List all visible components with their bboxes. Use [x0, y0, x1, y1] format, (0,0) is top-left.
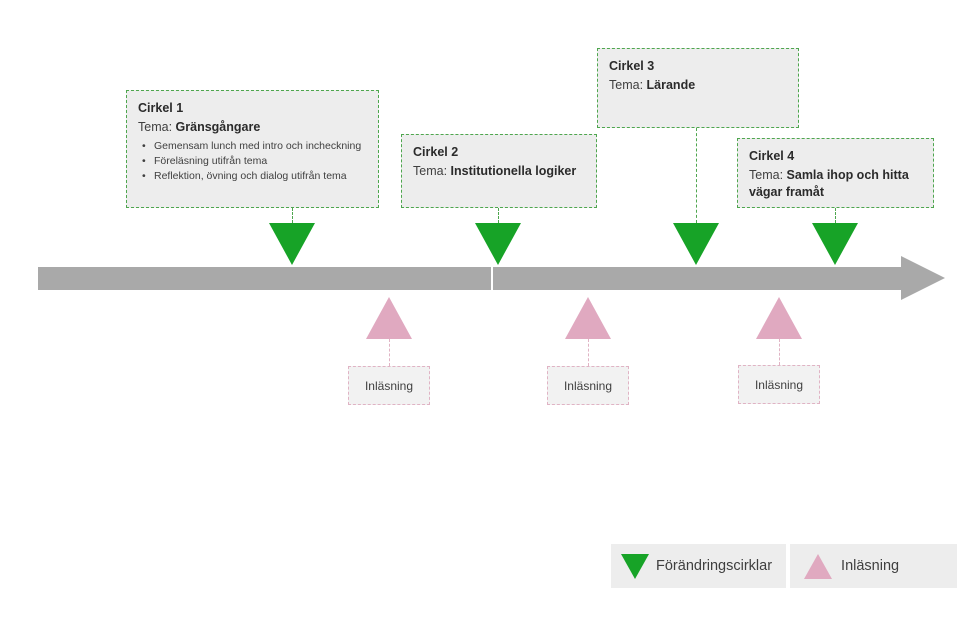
inlasning-box-1-label: Inläsning [364, 378, 414, 393]
connector-cirkel-2 [498, 208, 499, 223]
connector-cirkel-4 [835, 208, 836, 223]
timeline-bar [38, 267, 918, 290]
list-item: Föreläsning utifrån tema [138, 154, 367, 169]
connector-inlasning-1 [389, 339, 390, 366]
inlasning-box-1[interactable]: Inläsning [348, 366, 430, 405]
cirkel-box-1-title: Cirkel 1 [138, 101, 184, 115]
inlasning-box-2-label: Inläsning [563, 378, 613, 393]
triangle-up-icon-inlasning-3 [756, 297, 802, 339]
cirkel-box-4-tema: Tema: Samla ihop och hitta vägar framåt [749, 167, 922, 201]
triangle-down-icon-cirkel-1 [269, 223, 315, 265]
triangle-up-icon-inlasning-1 [366, 297, 412, 339]
list-item: Gemensam lunch med intro och incheckning [138, 139, 367, 154]
inlasning-box-3-label: Inläsning [754, 377, 804, 392]
cirkel-box-3-tema-label: Tema: [609, 78, 644, 92]
cirkel-box-4-title: Cirkel 4 [749, 149, 795, 163]
legend: Förändringscirklar Inläsning [611, 544, 958, 588]
triangle-up-icon [804, 553, 833, 579]
connector-cirkel-3 [696, 128, 697, 223]
connector-inlasning-2 [588, 339, 589, 366]
cirkel-box-4-tema-value: Samla ihop och hitta vägar framåt [749, 168, 909, 199]
cirkel-box-1[interactable]: Cirkel 1 Tema: Gränsgångare Gemensam lun… [126, 90, 379, 208]
cirkel-box-3-tema-value: Lärande [646, 78, 696, 92]
connector-cirkel-1 [292, 208, 293, 223]
cirkel-box-1-bullet-list: Gemensam lunch med intro och incheckning… [138, 139, 367, 184]
cirkel-box-3-tema: Tema: Lärande [609, 77, 787, 94]
cirkel-box-2-tema-value: Institutionella logiker [450, 164, 577, 178]
list-item: Reflektion, övning och dialog utifrån te… [138, 169, 367, 184]
triangle-down-icon-cirkel-2 [475, 223, 521, 265]
connector-inlasning-3 [779, 339, 780, 365]
cirkel-box-2[interactable]: Cirkel 2 Tema: Institutionella logiker [401, 134, 597, 208]
legend-item-inlasning[interactable]: Inläsning [790, 544, 958, 588]
cirkel-box-1-tema-label: Tema: [138, 120, 173, 134]
cirkel-box-3-title: Cirkel 3 [609, 59, 655, 73]
triangle-down-icon [621, 553, 649, 579]
timeline-arrowhead-icon [901, 256, 945, 300]
cirkel-box-2-title: Cirkel 2 [413, 145, 459, 159]
cirkel-box-4-tema-label: Tema: [749, 168, 784, 182]
cirkel-box-1-tema: Tema: Gränsgångare [138, 119, 367, 136]
cirkel-box-4[interactable]: Cirkel 4 Tema: Samla ihop och hitta väga… [737, 138, 934, 208]
timeline-tick-mark [491, 267, 493, 290]
cirkel-box-3[interactable]: Cirkel 3 Tema: Lärande [597, 48, 799, 128]
triangle-down-icon-cirkel-3 [673, 223, 719, 265]
cirkel-box-1-tema-value: Gränsgångare [175, 120, 261, 134]
cirkel-box-2-tema: Tema: Institutionella logiker [413, 163, 585, 180]
inlasning-box-3[interactable]: Inläsning [738, 365, 820, 404]
triangle-up-icon-inlasning-2 [565, 297, 611, 339]
triangle-down-icon-cirkel-4 [812, 223, 858, 265]
inlasning-box-2[interactable]: Inläsning [547, 366, 629, 405]
cirkel-box-2-tema-label: Tema: [413, 164, 448, 178]
legend-item-forandringscirklar[interactable]: Förändringscirklar [611, 544, 787, 588]
legend-item-forandringscirklar-label: Förändringscirklar [656, 558, 773, 574]
legend-item-inlasning-label: Inläsning [841, 558, 900, 574]
